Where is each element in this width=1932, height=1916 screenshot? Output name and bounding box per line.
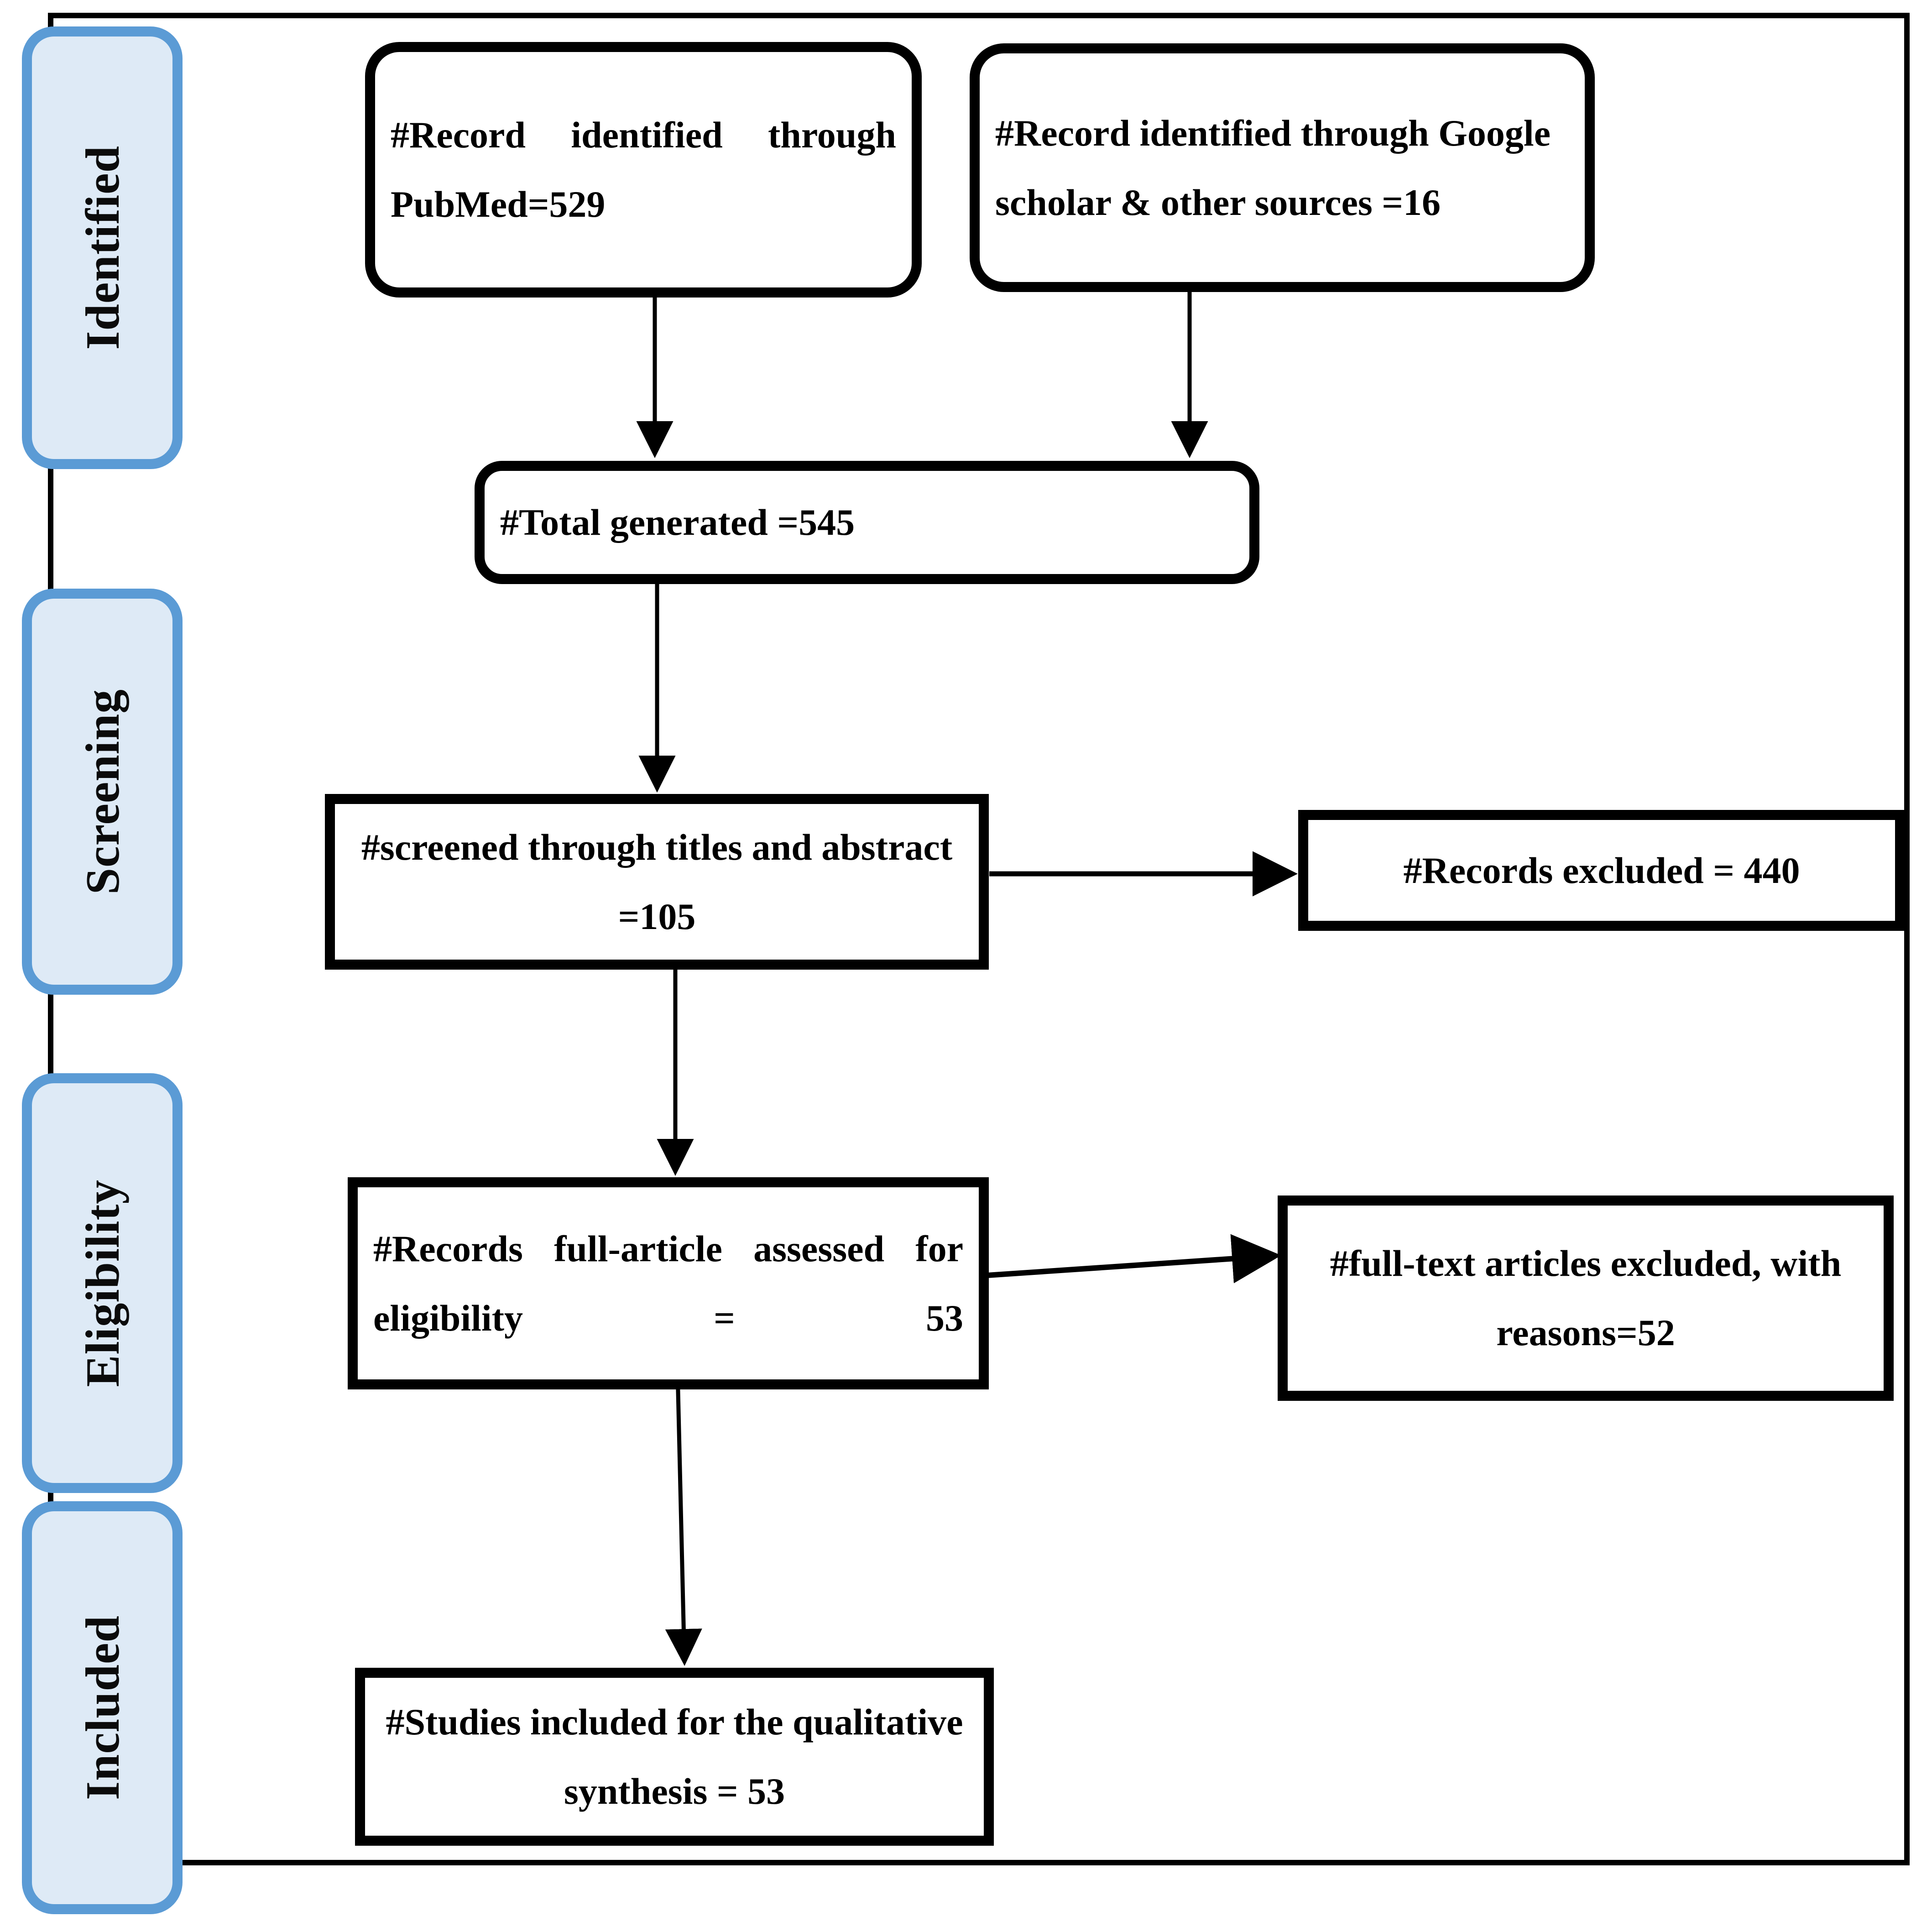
box-studies-included-qualitative: #Studies included for the qualitative sy… <box>355 1668 994 1846</box>
box-fulltext-articles-excluded: #full-text articles excluded, with reaso… <box>1278 1196 1894 1401</box>
stage-label-included-text: Included <box>75 1615 129 1800</box>
box-screened-titles-abstract: #screened through titles and abstract =1… <box>325 794 989 970</box>
stage-label-eligibility-text: Eligibility <box>75 1179 129 1387</box>
box-records-identified-pubmed-text: #Record identified through PubMed=529 <box>391 114 896 225</box>
box-records-excluded: #Records excluded = 440 <box>1298 810 1905 931</box>
box-records-assessed-eligibility: #Records full-article assessed for eligi… <box>348 1177 989 1389</box>
stage-label-identified-text: Identified <box>75 146 129 350</box>
box-records-identified-pubmed: #Record identified through PubMed=529 <box>365 42 922 298</box>
stage-label-included: Included <box>22 1501 183 1914</box>
box-records-identified-google-scholar: #Record identified through Google schola… <box>970 43 1595 292</box>
box-total-generated-text: #Total generated =545 <box>500 501 855 543</box>
stage-label-identified: Identified <box>22 26 183 469</box>
stage-label-screening-text: Screening <box>75 689 129 895</box>
stage-label-eligibility: Eligibility <box>22 1073 183 1493</box>
box-records-identified-google-scholar-text: #Record identified through Google schola… <box>995 112 1551 223</box>
box-records-excluded-text: #Records excluded = 440 <box>1403 849 1800 891</box>
box-studies-included-qualitative-text: #Studies included for the qualitative sy… <box>386 1701 963 1812</box>
box-records-assessed-eligibility-text: #Records full-article assessed for eligi… <box>373 1227 963 1339</box>
box-screened-titles-abstract-text: #screened through titles and abstract =1… <box>361 826 953 937</box>
box-total-generated: #Total generated =545 <box>475 461 1259 584</box>
box-fulltext-articles-excluded-text: #full-text articles excluded, with reaso… <box>1330 1243 1842 1353</box>
stage-label-screening: Screening <box>22 589 183 995</box>
